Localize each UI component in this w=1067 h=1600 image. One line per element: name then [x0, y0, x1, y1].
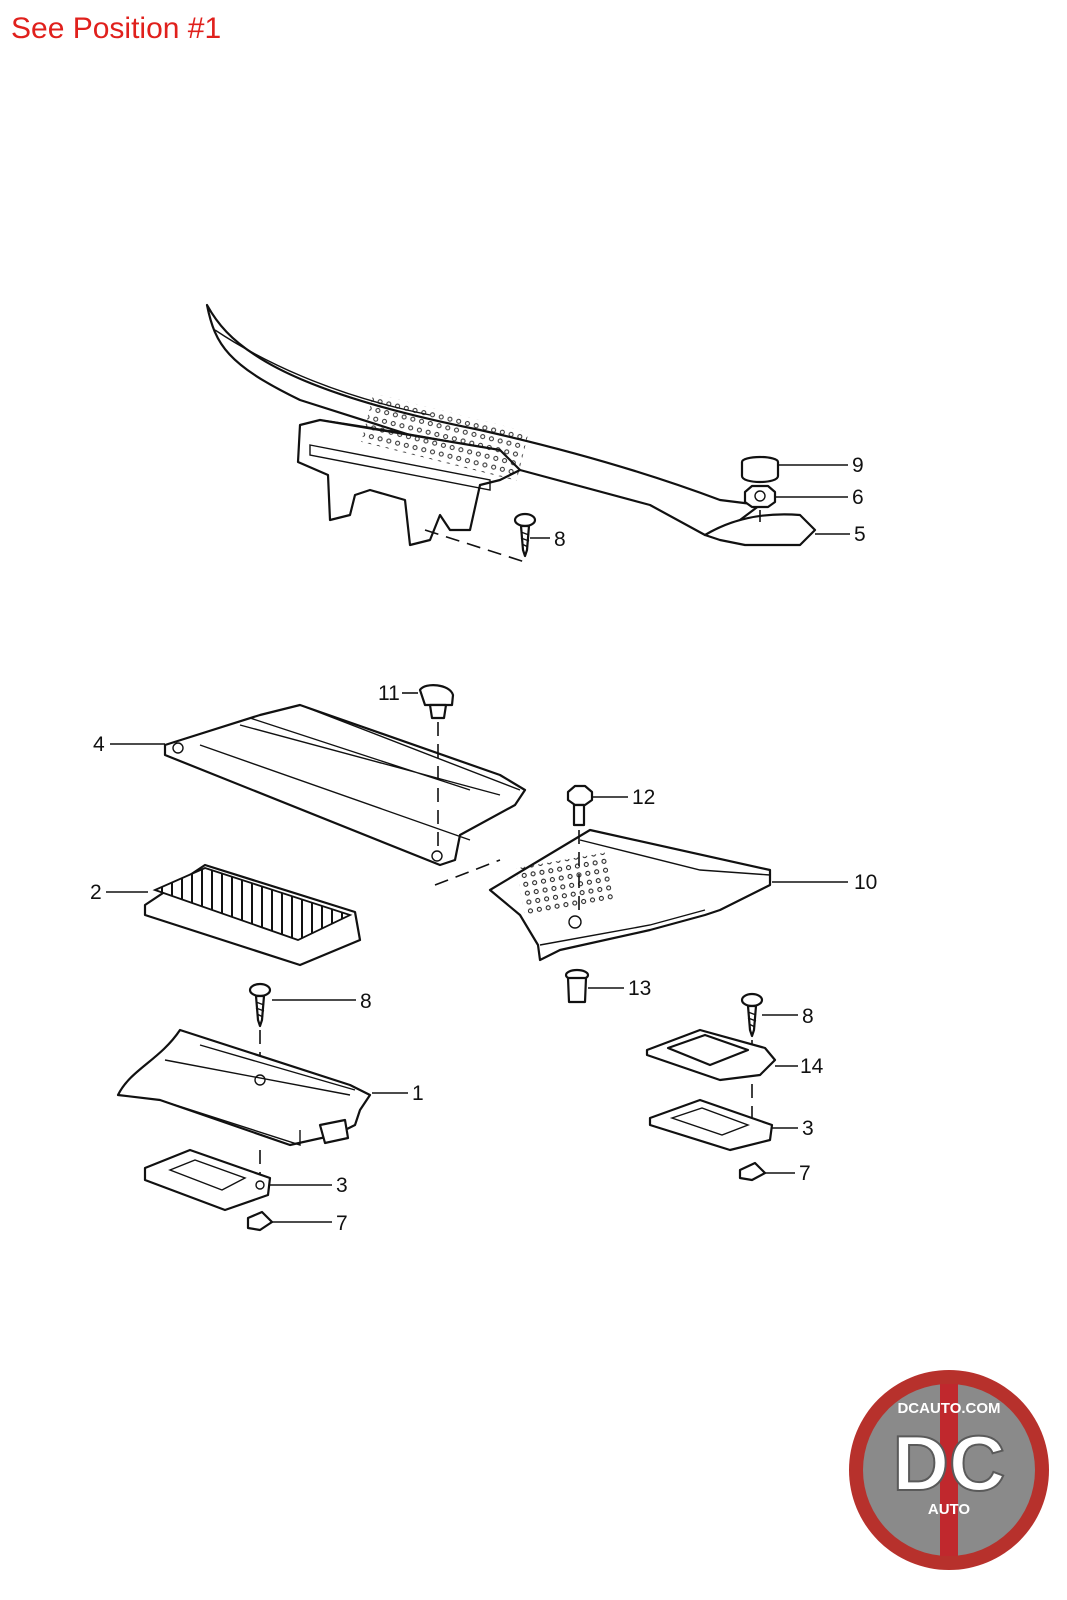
- svg-text:AUTO: AUTO: [928, 1501, 971, 1518]
- svg-text:8: 8: [554, 528, 566, 551]
- svg-text:4: 4: [93, 733, 105, 756]
- part-8-screw-left: [248, 982, 272, 1028]
- part-14-frame: [645, 1028, 777, 1082]
- part-6-nut: [743, 484, 777, 509]
- part-10-panel: [488, 828, 772, 962]
- svg-text:10: 10: [854, 871, 877, 894]
- part-13-grommet: [564, 968, 590, 1004]
- svg-text:7: 7: [336, 1212, 348, 1235]
- cowl-panel: [205, 303, 817, 547]
- part-7-clip-left: [246, 1210, 274, 1232]
- callout-8-right: 8: [762, 1005, 814, 1028]
- svg-text:12: 12: [632, 786, 655, 809]
- svg-text:14: 14: [800, 1055, 824, 1078]
- callout-6: 6: [775, 486, 864, 509]
- part-8-screw-right: [740, 992, 764, 1038]
- callout-2: 2: [90, 881, 148, 904]
- mount-line-upper: [424, 529, 526, 563]
- see-position-note: See Position #1: [11, 12, 222, 45]
- svg-text:7: 7: [799, 1162, 811, 1185]
- callout-3-right: 3: [772, 1117, 814, 1140]
- svg-text:DC: DC: [893, 1419, 1006, 1507]
- svg-text:1: 1: [412, 1082, 424, 1105]
- svg-text:3: 3: [336, 1174, 348, 1197]
- callout-3-left: 3: [270, 1174, 348, 1197]
- callout-9: 9: [778, 454, 864, 477]
- part-2-filter: [143, 863, 362, 967]
- part-1-housing: [116, 1028, 372, 1147]
- svg-text:6: 6: [852, 486, 864, 509]
- callout-5: 5: [815, 523, 866, 546]
- part-9-cap: [740, 455, 780, 484]
- svg-text:13: 13: [628, 977, 651, 1000]
- part-3-gasket-right: [648, 1098, 774, 1152]
- part-8-screw-upper: [513, 512, 537, 558]
- callout-8-upper: 8: [530, 528, 566, 551]
- svg-text:5: 5: [854, 523, 866, 546]
- svg-text:9: 9: [852, 454, 864, 477]
- svg-text:3: 3: [802, 1117, 814, 1140]
- mount-line-4: [434, 859, 501, 886]
- callout-4: 4: [93, 733, 165, 756]
- callout-7-left: 7: [272, 1212, 348, 1235]
- callout-14: 14: [775, 1055, 824, 1078]
- callout-11: 11: [378, 682, 418, 705]
- svg-text:DCAUTO.COM: DCAUTO.COM: [897, 1400, 1000, 1417]
- callout-1: 1: [372, 1082, 424, 1105]
- callout-12: 12: [592, 786, 655, 809]
- part-4-cover: [163, 703, 527, 867]
- callout-10: 10: [772, 871, 877, 894]
- svg-text:8: 8: [360, 990, 372, 1013]
- svg-text:11: 11: [378, 682, 400, 705]
- part-7-clip-right: [738, 1161, 767, 1182]
- svg-text:2: 2: [90, 881, 102, 904]
- part-12-bolt: [566, 784, 594, 827]
- svg-text:8: 8: [802, 1005, 814, 1028]
- part-11-clip: [418, 684, 455, 720]
- callout-13: 13: [588, 977, 651, 1000]
- dcauto-logo: DCAUTO.COM DC AUTO: [849, 1370, 1049, 1570]
- part-3-gasket-left: [143, 1148, 272, 1212]
- callout-8-left: 8: [272, 990, 372, 1013]
- callout-7-right: 7: [765, 1162, 811, 1185]
